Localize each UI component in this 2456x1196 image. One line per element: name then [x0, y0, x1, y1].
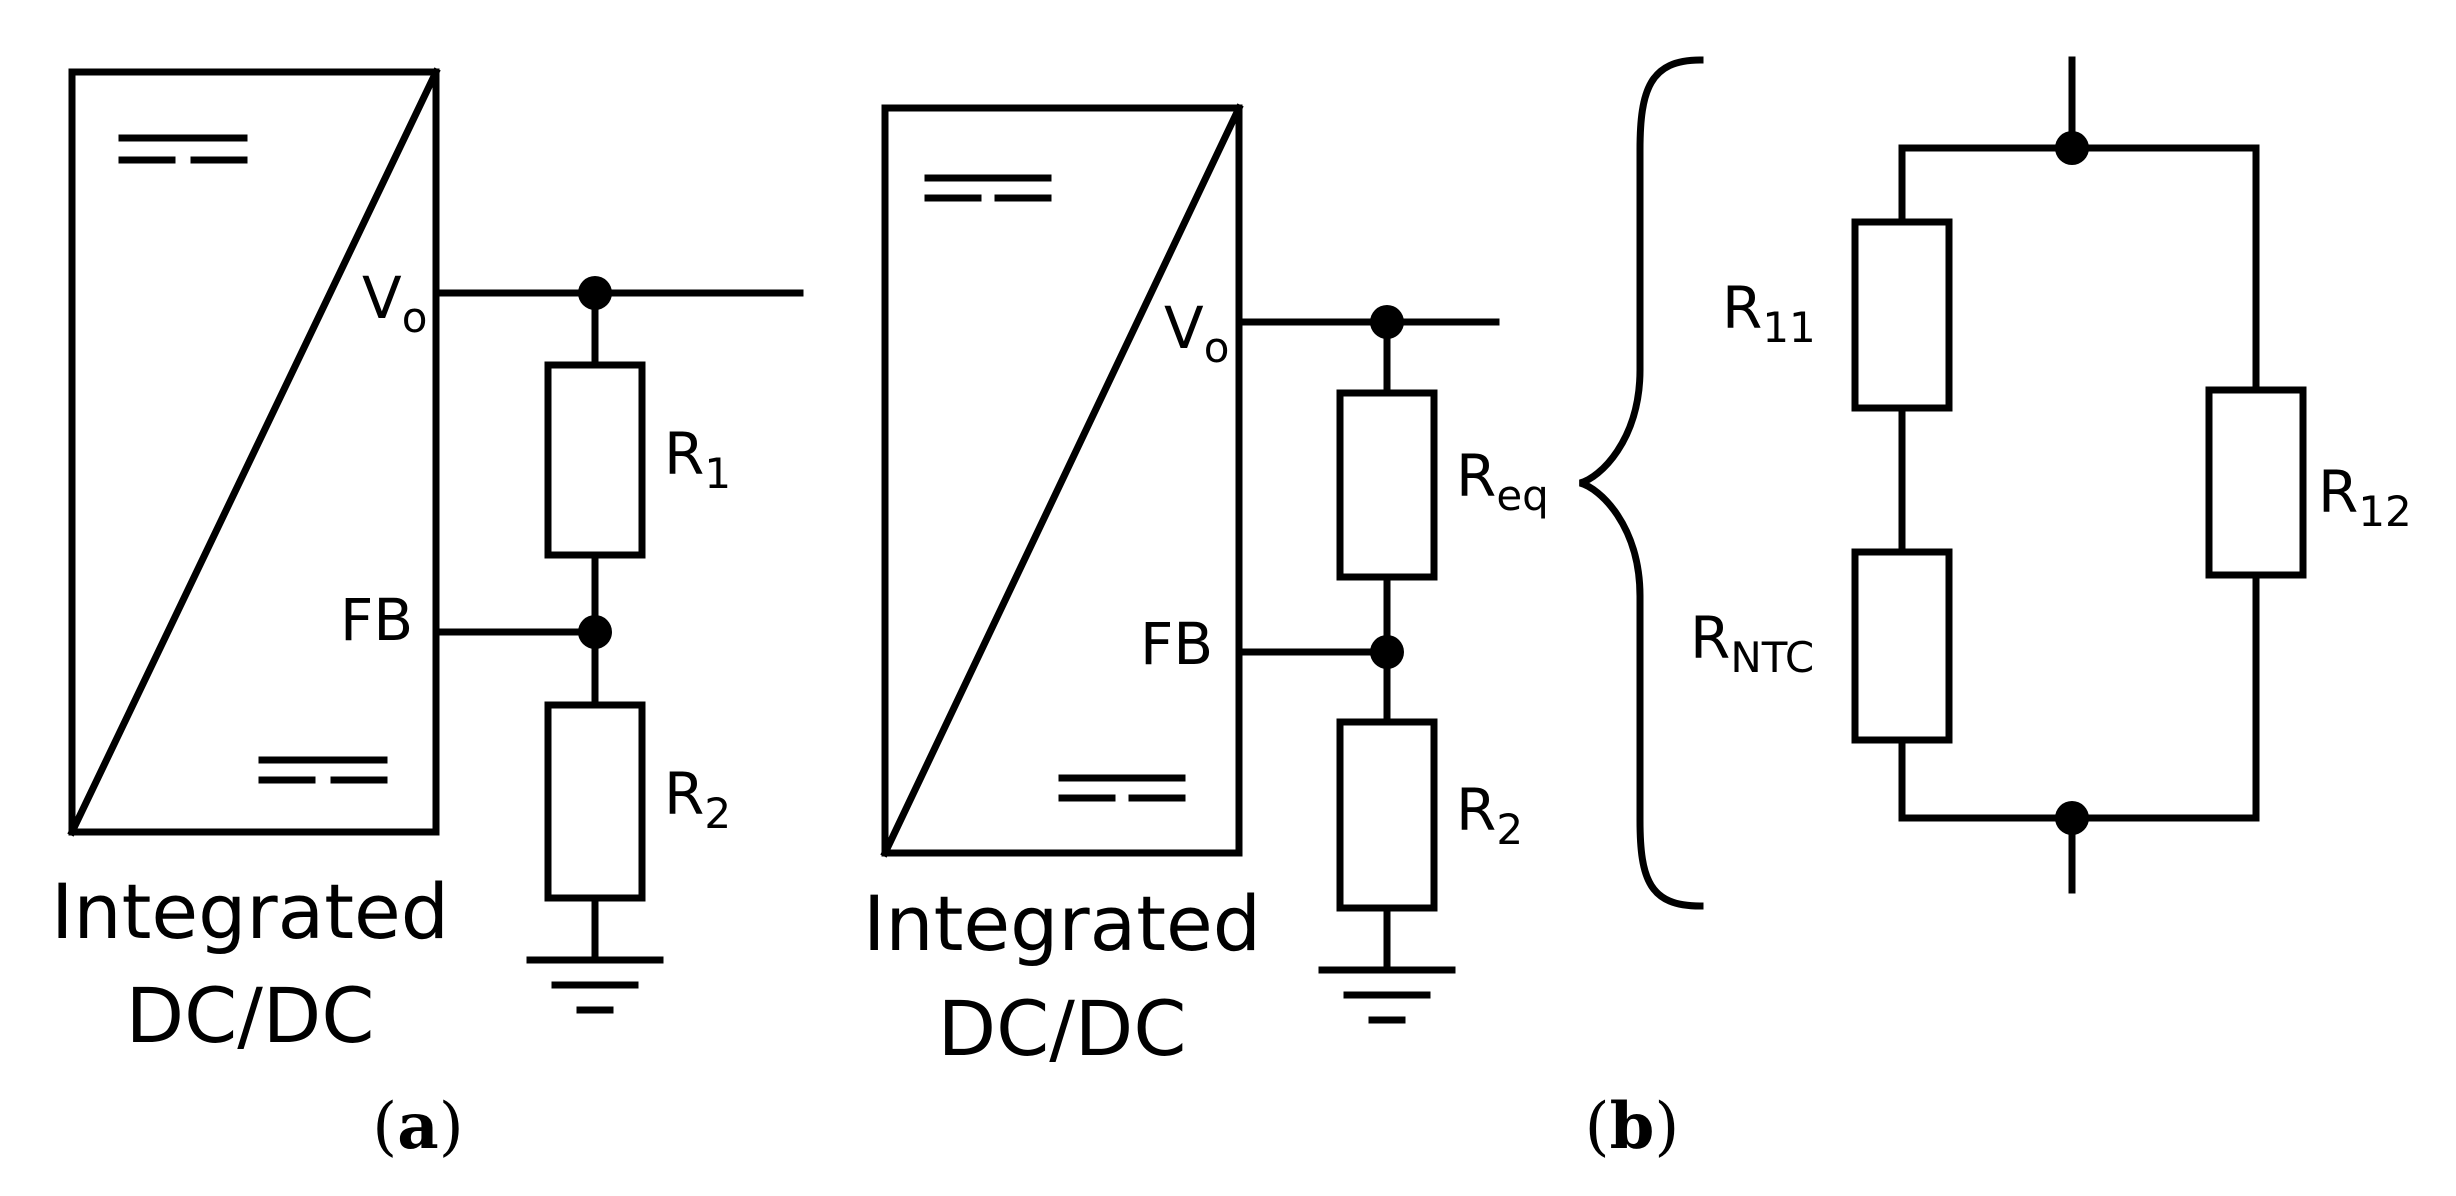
converter-label-line2-b: DC/DC [938, 984, 1187, 1073]
converter-diagonal-b [880, 103, 1244, 858]
resistor-r11 [1851, 218, 1953, 412]
junction-vo-a [578, 276, 612, 310]
r12-label: R12 [2318, 458, 2412, 536]
converter-diagonal-a [67, 67, 441, 837]
converter-label-line1-b: Integrated [863, 879, 1261, 968]
caption-a: (a) [372, 1089, 463, 1164]
pin-vo-label-b: Vo [1164, 294, 1229, 372]
resistor-r2-b [1336, 718, 1438, 912]
junction-network-top [2055, 131, 2089, 165]
pin-fb-label-b: FB [1140, 610, 1213, 678]
resistor-rntc [1851, 548, 1953, 744]
panel-b: Vo FB Req R2 Integrated DC/DC [863, 56, 2412, 1164]
r11-label: R11 [1722, 274, 1816, 352]
r2-label-a: R2 [664, 760, 731, 838]
req-equivalent-network [1851, 56, 2307, 894]
pin-fb-label-a: FB [340, 586, 413, 654]
pin-vo-label-a: Vo [362, 264, 427, 342]
dc-symbol-output-b [1058, 774, 1186, 802]
junction-vo-b [1370, 305, 1404, 339]
rntc-label: RNTC [1690, 604, 1814, 682]
junction-fb-a [578, 615, 612, 649]
dc-symbol-output-a [258, 756, 388, 784]
converter-label-line1-a: Integrated [51, 867, 449, 956]
ground-symbol-b [1318, 966, 1456, 1024]
panel-a: Vo FB R1 R2 Integrated DC/DC (a) [51, 67, 804, 1164]
junction-fb-b [1370, 635, 1404, 669]
junction-network-bottom [2055, 801, 2089, 835]
r2-label-b: R2 [1456, 776, 1523, 854]
ground-symbol-a [526, 956, 664, 1014]
caption-b: (b) [1585, 1089, 1680, 1164]
resistor-r2-a [544, 701, 646, 902]
resistor-r1 [544, 361, 646, 559]
resistor-req [1336, 389, 1438, 581]
dc-symbol-input-b [924, 174, 1052, 202]
converter-label-line2-a: DC/DC [126, 971, 375, 1060]
curly-brace [1578, 56, 1704, 910]
dc-symbol-input-a [118, 134, 248, 164]
req-label: Req [1456, 442, 1549, 520]
r1-label: R1 [664, 420, 731, 498]
resistor-r12 [2205, 386, 2307, 579]
